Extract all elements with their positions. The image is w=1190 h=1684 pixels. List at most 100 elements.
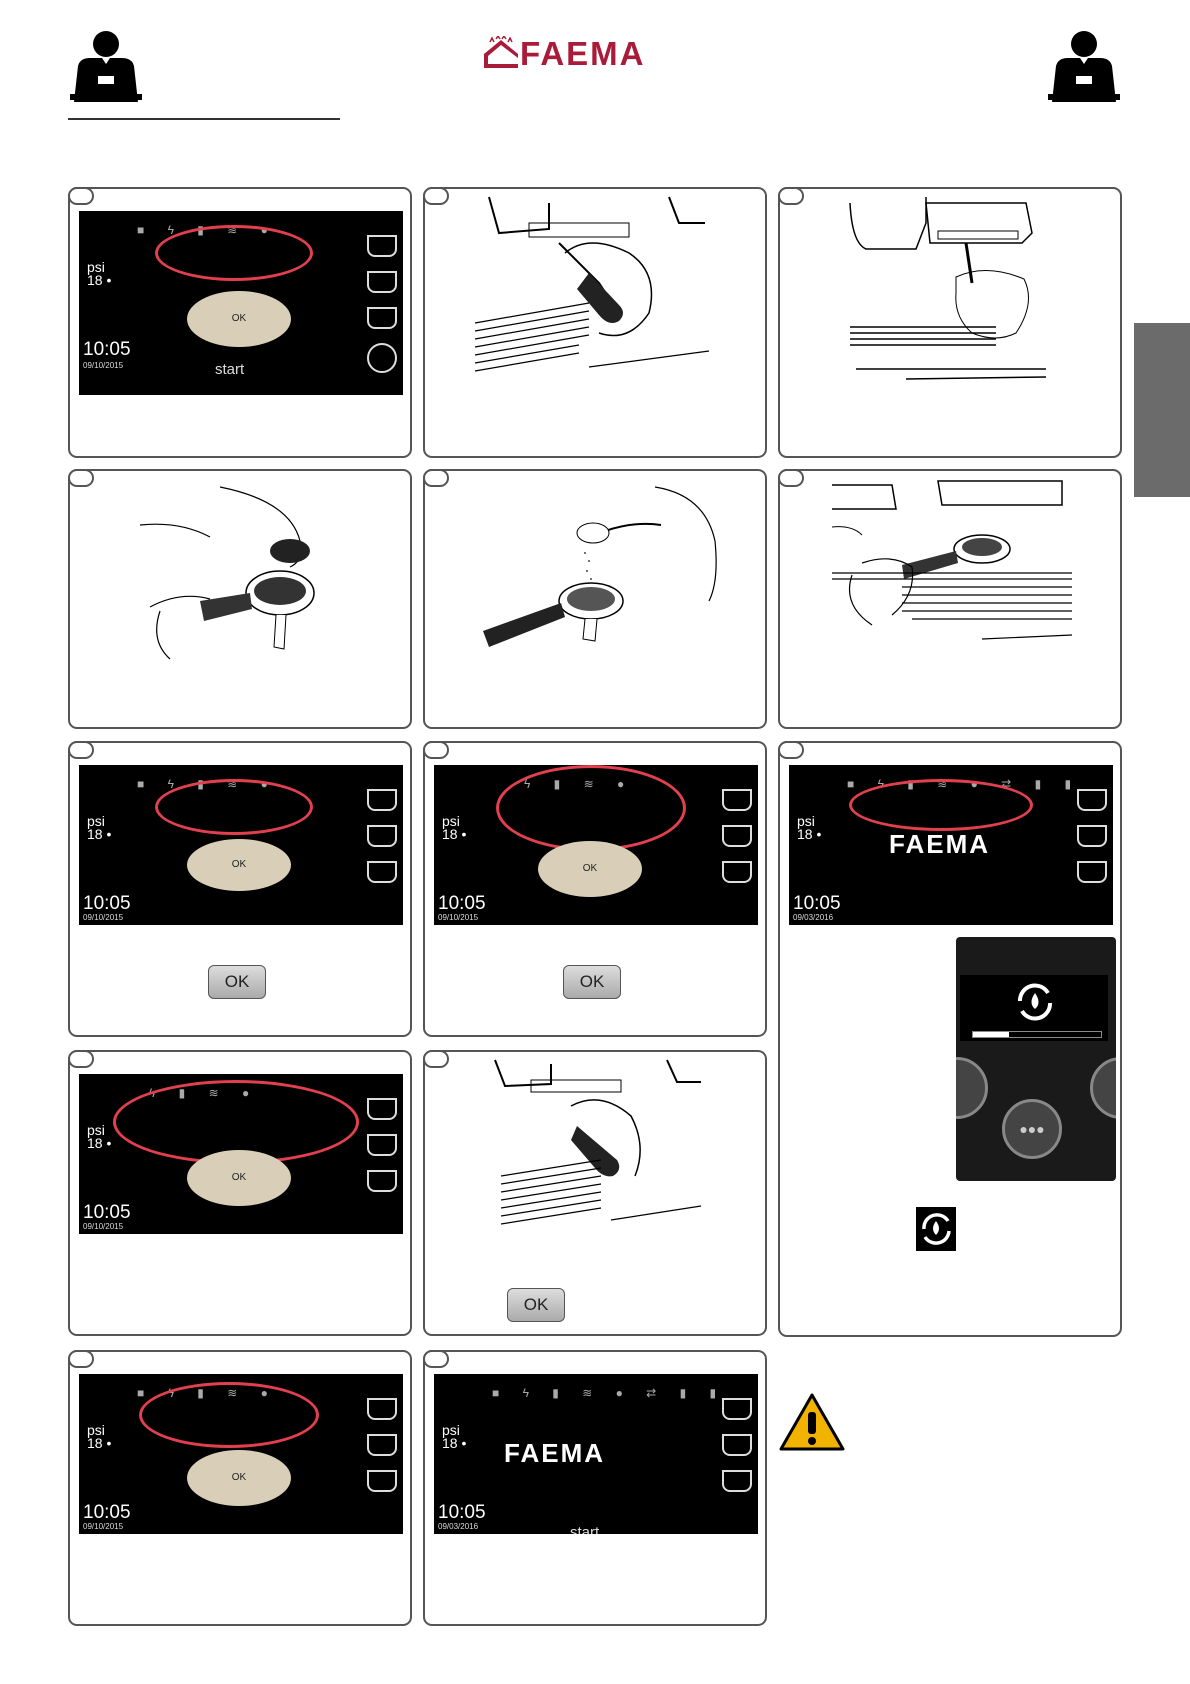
step-number-badge xyxy=(778,741,804,759)
step-panel: OK xyxy=(423,1050,767,1336)
start-label[interactable]: start xyxy=(570,1524,599,1534)
section-side-tab xyxy=(1134,323,1190,497)
right-icon-column xyxy=(1077,789,1107,897)
highlight-ring xyxy=(139,1382,319,1448)
right-icon-column xyxy=(367,1098,397,1206)
right-icon-column xyxy=(367,235,397,373)
portafilter-insert-illustration xyxy=(832,475,1072,665)
step-panel xyxy=(423,187,767,458)
clock-time: 10:05 xyxy=(83,1502,131,1524)
ok-button[interactable]: OK xyxy=(538,841,642,897)
cup-icon xyxy=(722,1470,752,1492)
ok-key[interactable]: OK xyxy=(507,1288,565,1322)
progress-bar xyxy=(972,1031,1102,1038)
logo-mark-icon xyxy=(482,36,520,70)
right-icon-column xyxy=(722,1398,752,1506)
cup-icon xyxy=(367,235,397,257)
step-panel xyxy=(778,187,1122,458)
hot-cup-icon xyxy=(367,825,397,847)
cup-icon xyxy=(367,1170,397,1192)
step-number-badge xyxy=(68,187,94,205)
step-number-badge xyxy=(778,469,804,487)
cup-icon xyxy=(367,861,397,883)
step-panel xyxy=(423,469,767,729)
waiter-icon xyxy=(1046,30,1122,102)
hot-cup-icon xyxy=(722,825,752,847)
ok-button[interactable]: OK xyxy=(187,1150,291,1206)
gauge-icon xyxy=(367,343,397,373)
menu-button[interactable]: ●●● xyxy=(1002,1099,1062,1159)
step-panel xyxy=(68,469,412,729)
right-icon-column xyxy=(367,789,397,897)
step-number-badge xyxy=(68,741,94,759)
cup-icon xyxy=(367,1470,397,1492)
hot-cup-icon xyxy=(367,1134,397,1156)
ok-button[interactable]: OK xyxy=(187,291,291,347)
water-cycle-icon xyxy=(916,1207,956,1251)
clock-time: 10:05 xyxy=(83,893,131,915)
start-label[interactable]: start xyxy=(215,361,244,378)
ok-key[interactable]: OK xyxy=(208,965,266,999)
step-number-badge xyxy=(68,1350,94,1368)
section-rule xyxy=(68,118,340,120)
step-panel xyxy=(778,469,1122,729)
hot-cup-icon xyxy=(1077,825,1107,847)
clock-time: 10:05 xyxy=(438,893,486,915)
water-cycle-icon xyxy=(1012,979,1058,1025)
clock-date: 09/10/2015 xyxy=(83,361,123,370)
left-button[interactable] xyxy=(956,1057,988,1119)
step-number-badge xyxy=(778,187,804,205)
progress-fill xyxy=(973,1032,1009,1037)
step-number-badge xyxy=(423,469,449,487)
cup-icon xyxy=(367,789,397,811)
cup-icon xyxy=(722,1398,752,1420)
ok-button[interactable]: OK xyxy=(187,1450,291,1506)
right-icon-column xyxy=(722,789,752,897)
screen-brand-logo: FAEMA xyxy=(889,829,990,860)
highlight-ring xyxy=(155,779,313,835)
clock-date: 09/10/2015 xyxy=(83,913,123,922)
regeneration-display xyxy=(960,975,1108,1041)
ok-key[interactable]: OK xyxy=(563,965,621,999)
cup-icon xyxy=(367,1398,397,1420)
hot-cup-icon xyxy=(722,1434,752,1456)
ok-button[interactable]: OK xyxy=(187,839,291,891)
clock-time: 10:05 xyxy=(793,893,841,915)
group-head-flush-illustration xyxy=(846,193,1066,383)
highlight-ring xyxy=(849,779,1033,831)
clock-time: 10:05 xyxy=(438,1502,486,1524)
detergent-dosing-illustration xyxy=(465,481,735,671)
waiter-icon xyxy=(68,30,144,102)
right-button[interactable] xyxy=(1090,1057,1116,1119)
clock-date: 09/10/2015 xyxy=(83,1222,123,1231)
clock-time: 10:05 xyxy=(83,339,131,361)
cup-icon xyxy=(1077,789,1107,811)
cup-icon xyxy=(367,307,397,329)
warning-triangle-icon xyxy=(778,1392,846,1452)
screen-brand-logo: FAEMA xyxy=(504,1438,605,1469)
clock-date: 09/10/2015 xyxy=(83,1522,123,1531)
highlight-ring xyxy=(496,765,686,851)
clock-time: 10:05 xyxy=(83,1202,131,1224)
cup-icon xyxy=(367,1098,397,1120)
step-number-badge xyxy=(423,1350,449,1368)
brand-name: FAEMA xyxy=(520,36,646,72)
step-number-badge xyxy=(68,1050,94,1068)
status-icons: ■ ϟ ▮ ≋ ● ⇄ ▮ ▮ xyxy=(492,1386,726,1400)
